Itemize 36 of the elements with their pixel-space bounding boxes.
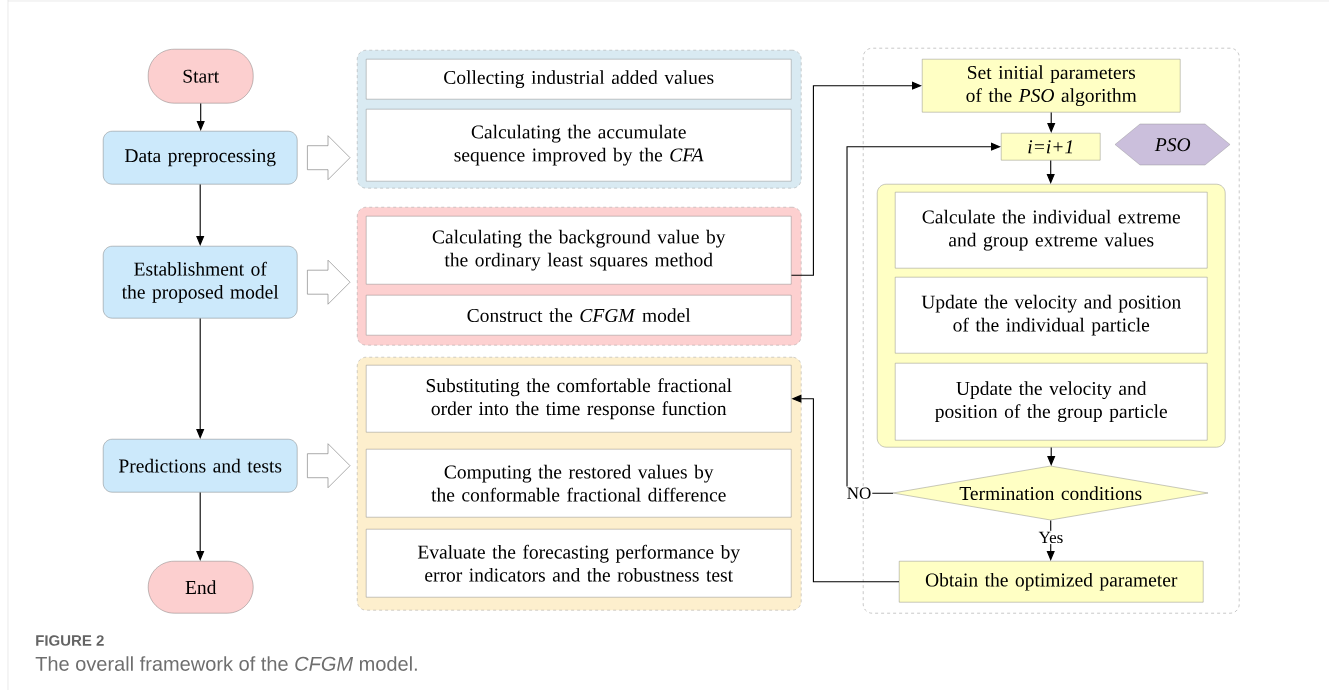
step-box: Calculating the accumulate sequence improved by the CFA bbox=[366, 109, 792, 182]
step-box: Substituting the comfortable fractional order into the time response function bbox=[366, 365, 792, 433]
step-box: Update the velocity and position of the individual particle bbox=[895, 277, 1208, 354]
step-box: Set initial parameters of the PSO algorithm bbox=[922, 59, 1181, 113]
arrow bbox=[196, 491, 205, 561]
step-box: Construct the CFGM model bbox=[366, 295, 792, 336]
step-box: Evaluate the forecasting performance by error indicators and the robustness test bbox=[366, 529, 792, 598]
process-box: Predictions and tests bbox=[103, 439, 298, 493]
arrow bbox=[1046, 159, 1055, 184]
step-box: Calculate the individual extreme and group extreme values bbox=[895, 192, 1208, 269]
block-arrow bbox=[307, 259, 351, 305]
arrow bbox=[846, 142, 1001, 494]
block-arrow bbox=[307, 135, 351, 180]
step-box: i=i+1 bbox=[1001, 133, 1101, 161]
terminator-box: Start bbox=[148, 49, 254, 104]
step-box: Computing the restored values by the conformable fractional difference bbox=[366, 449, 792, 518]
hexagon-label: PSO bbox=[1114, 123, 1231, 166]
arrow bbox=[790, 81, 922, 276]
arrow bbox=[1046, 519, 1055, 561]
step-box: Collecting industrial added values bbox=[366, 59, 792, 100]
process-box: Establishment of the proposed model bbox=[103, 246, 298, 319]
arrow bbox=[1047, 446, 1056, 466]
arrow bbox=[1047, 111, 1056, 133]
terminator-box: End bbox=[148, 561, 254, 614]
process-box: Data preprocessing bbox=[103, 131, 298, 185]
arrow bbox=[196, 183, 205, 246]
arrow bbox=[196, 102, 205, 131]
step-box: Calculating the background value by the ordinary least squares method bbox=[366, 216, 792, 285]
caption: The overall framework of the CFGM model. bbox=[35, 656, 417, 671]
edge-label: Yes bbox=[1037, 530, 1065, 545]
block-arrow bbox=[307, 443, 351, 488]
step-box: Update the velocity and position of the group particle bbox=[895, 363, 1208, 441]
arrow bbox=[196, 317, 205, 439]
step-box: Obtain the optimized parameter bbox=[899, 561, 1204, 603]
edge-label: NO bbox=[845, 486, 873, 500]
figure-label: FIGURE 2 bbox=[36, 635, 104, 646]
